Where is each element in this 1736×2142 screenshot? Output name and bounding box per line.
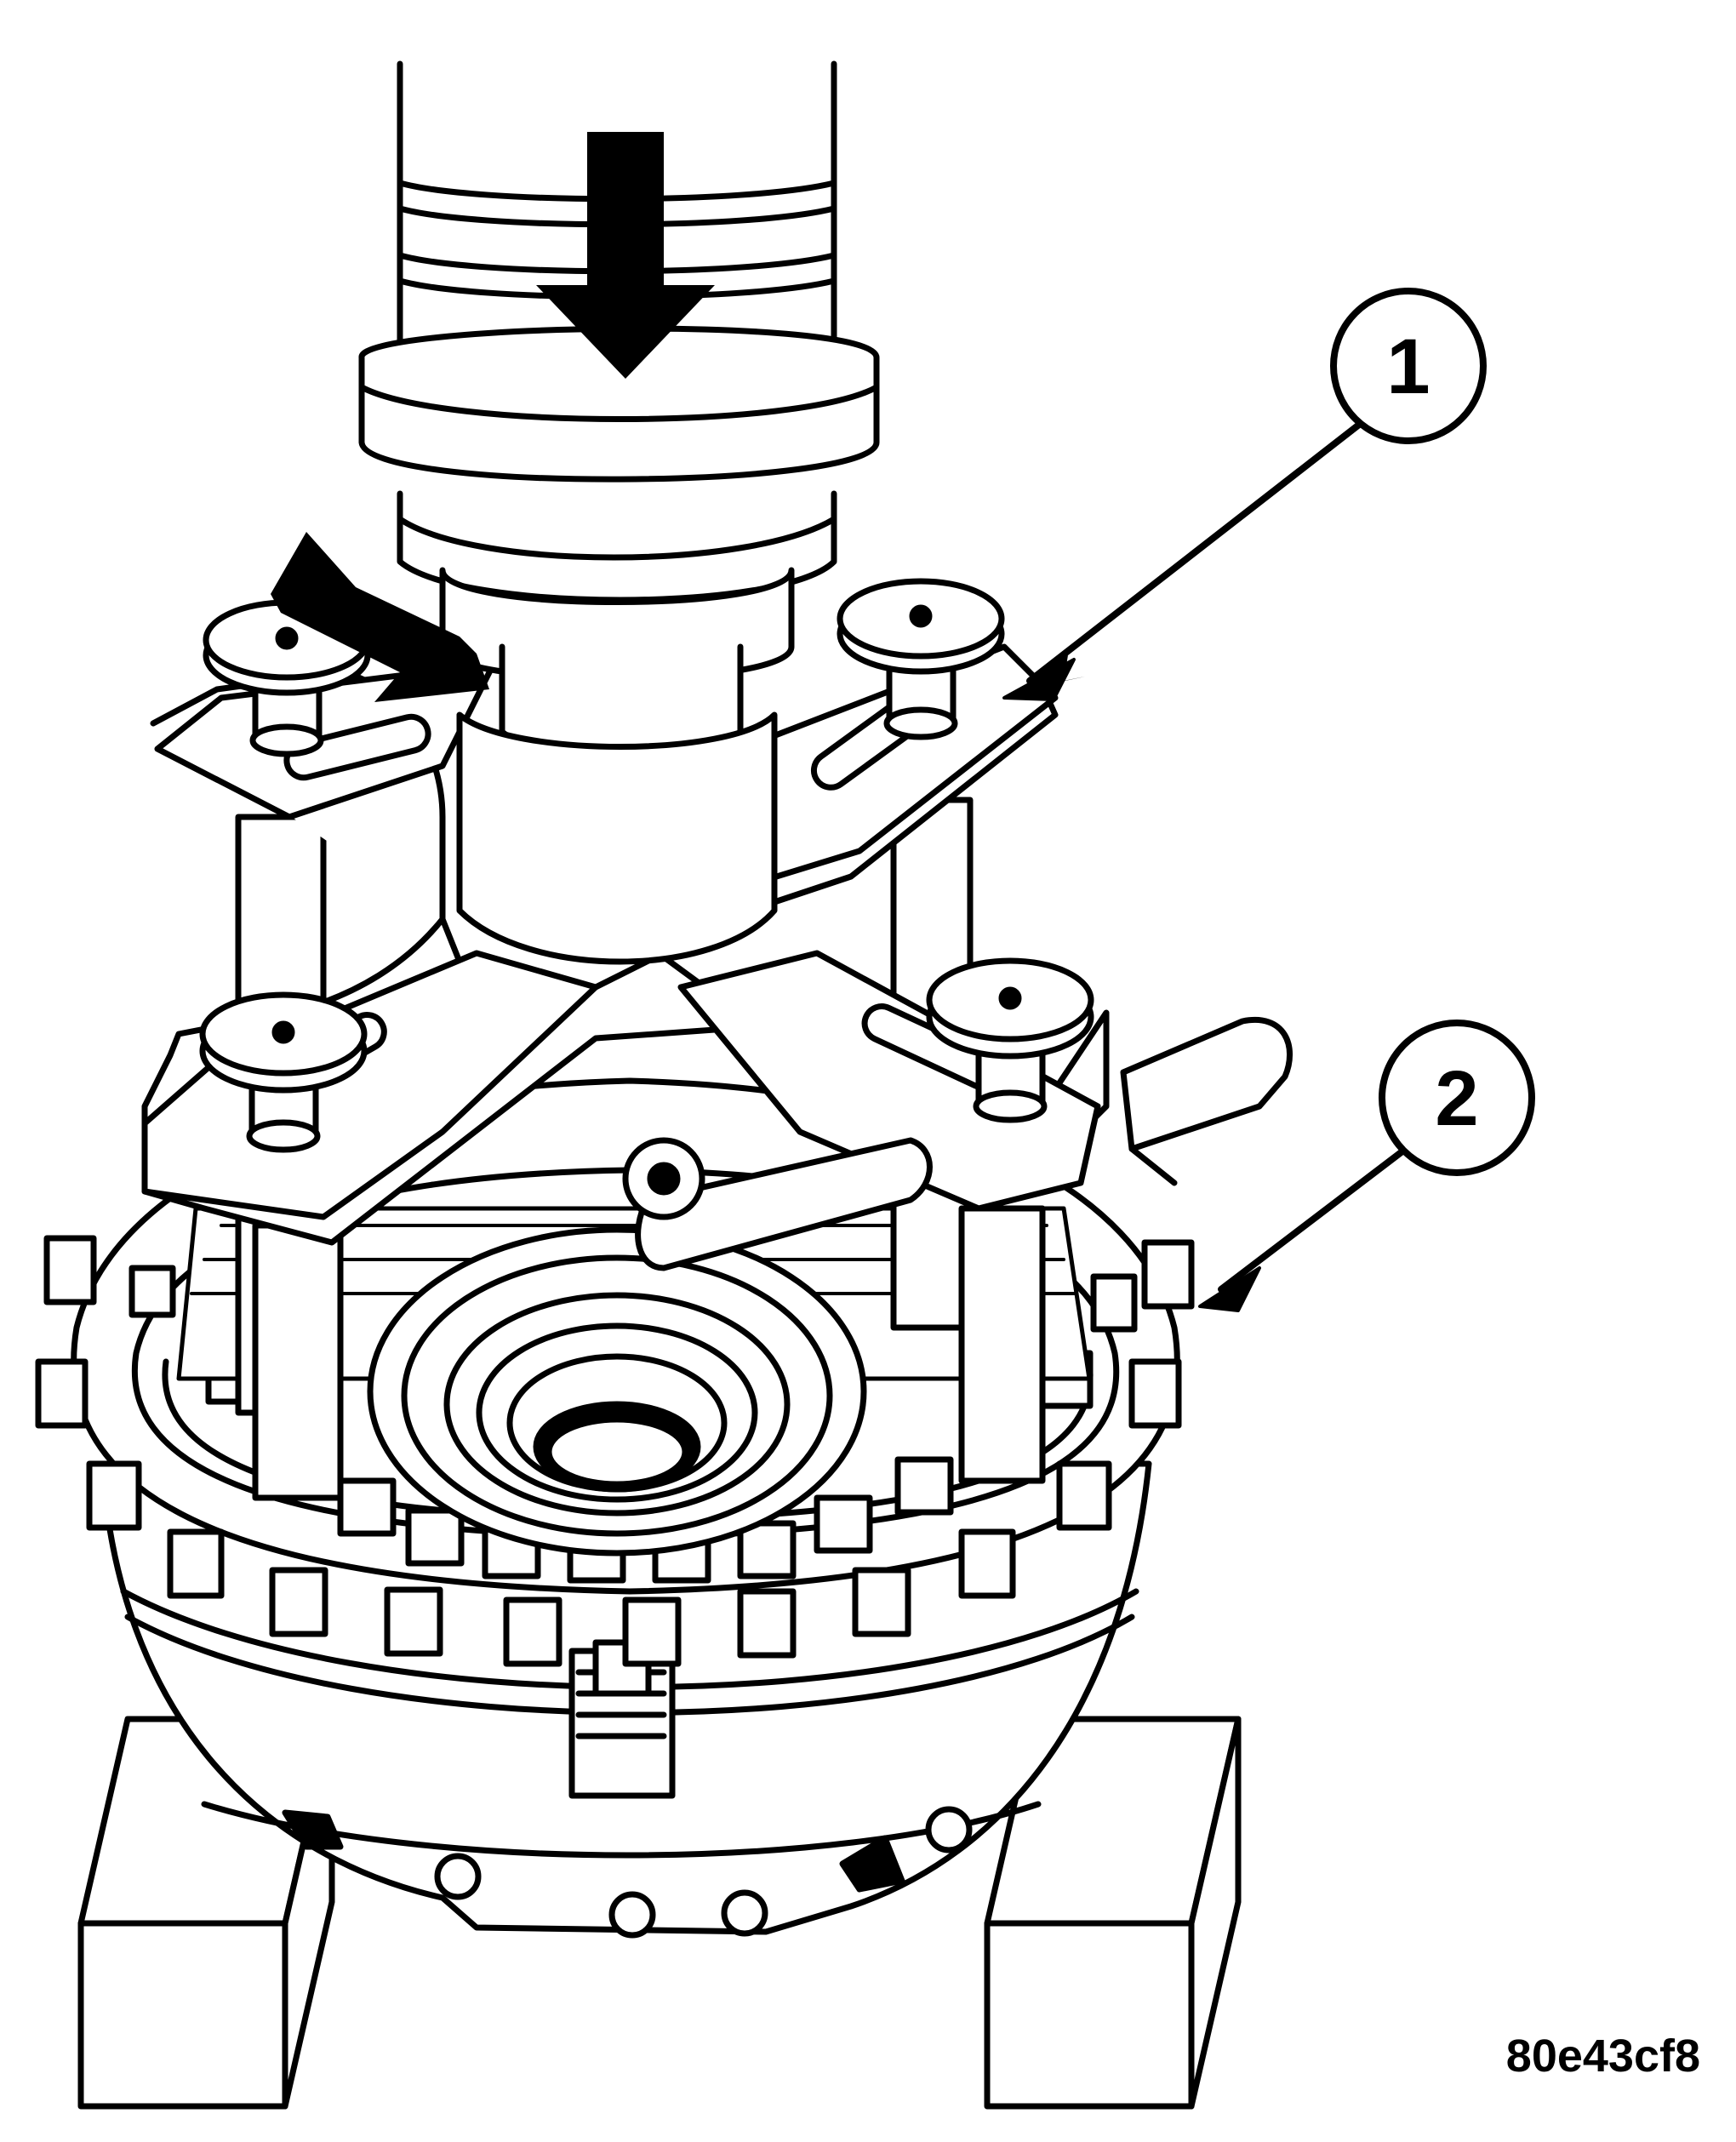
callout-1-number: 1 — [1386, 323, 1430, 410]
adjust-knob-top-right — [837, 578, 1005, 740]
callout-1 — [1002, 288, 1487, 701]
left-support-block — [77, 1716, 335, 2110]
callout-2-number: 2 — [1435, 1055, 1478, 1142]
center-bearing — [367, 1226, 867, 1557]
inner-bar — [622, 1137, 933, 1271]
callout-2 — [1198, 1020, 1535, 1312]
adjust-knob-bottom-right — [926, 957, 1094, 1123]
figure-id-label: 80e43cf8 — [1505, 2031, 1700, 2082]
clutch-pack-interior — [176, 1206, 1092, 1557]
adjust-knob-bottom-left — [199, 991, 368, 1153]
lever-handle — [1120, 1017, 1293, 1186]
plate-direction-arrow — [271, 532, 489, 702]
press-direction-arrow — [536, 132, 715, 379]
right-support-block — [984, 1716, 1242, 2110]
